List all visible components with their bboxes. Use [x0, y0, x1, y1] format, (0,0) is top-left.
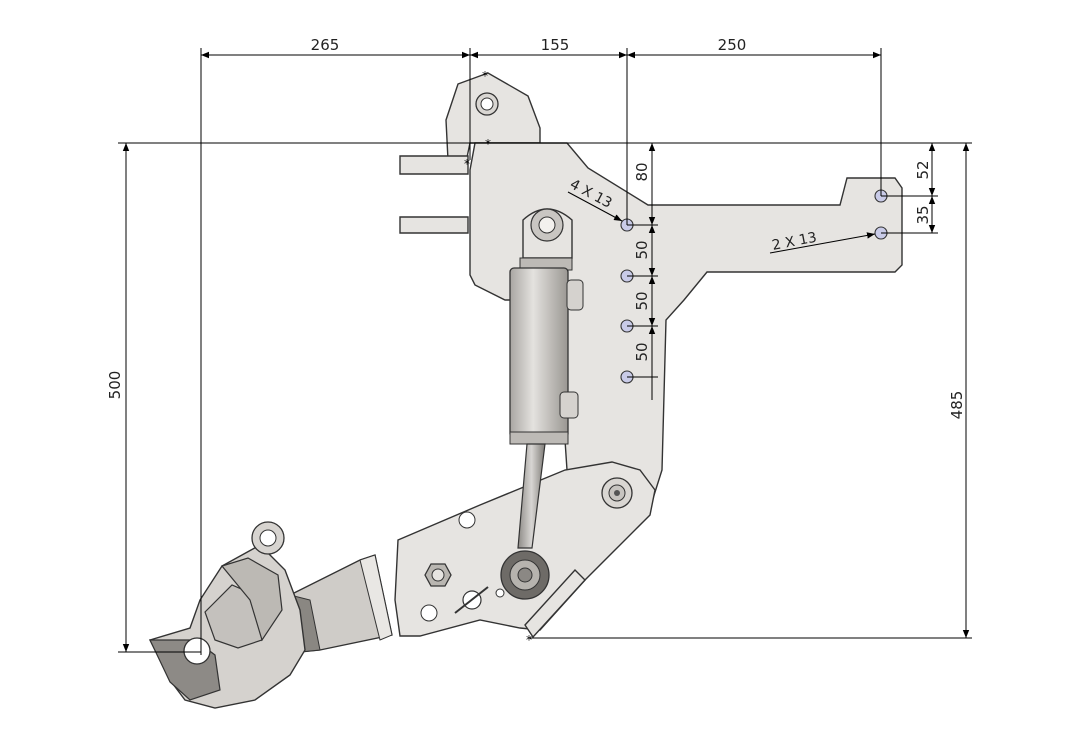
dim-top-middle: 155	[541, 36, 570, 54]
dim-right-height: 485	[948, 391, 966, 420]
svg-text:*: *	[464, 157, 470, 171]
dim-hole-50-b: 50	[633, 291, 651, 310]
svg-text:*: *	[485, 137, 491, 151]
cylinder-port-upper	[566, 279, 584, 311]
dim-left-height: 500	[106, 371, 124, 400]
dim-top-right: 250	[718, 36, 747, 54]
arm-hole-lower	[420, 604, 438, 622]
arm-hole-upper	[458, 511, 476, 529]
mechanical-assembly	[149, 72, 903, 709]
dim-hole-50-c: 50	[633, 342, 651, 361]
svg-text:*: *	[482, 69, 488, 83]
upper-tab	[399, 155, 469, 175]
piston-rod	[517, 443, 546, 549]
svg-text:*: *	[526, 633, 532, 647]
dim-top-left: 265	[311, 36, 340, 54]
retaining-bracket	[524, 568, 586, 639]
cylinder-barrel	[509, 267, 569, 439]
lower-tab	[399, 216, 469, 234]
dim-right-52: 52	[914, 160, 932, 179]
pivot-pin	[614, 490, 620, 496]
hook-eye	[183, 637, 211, 665]
cylinder-port-lower	[559, 391, 579, 419]
dimension-lines: * * * *	[118, 48, 972, 655]
linkage-arm	[394, 461, 656, 637]
dim-hole-80: 80	[633, 162, 651, 181]
dim-hole-50-a: 50	[633, 240, 651, 259]
dim-right-35: 35	[914, 205, 932, 224]
clip-pin	[495, 588, 505, 598]
